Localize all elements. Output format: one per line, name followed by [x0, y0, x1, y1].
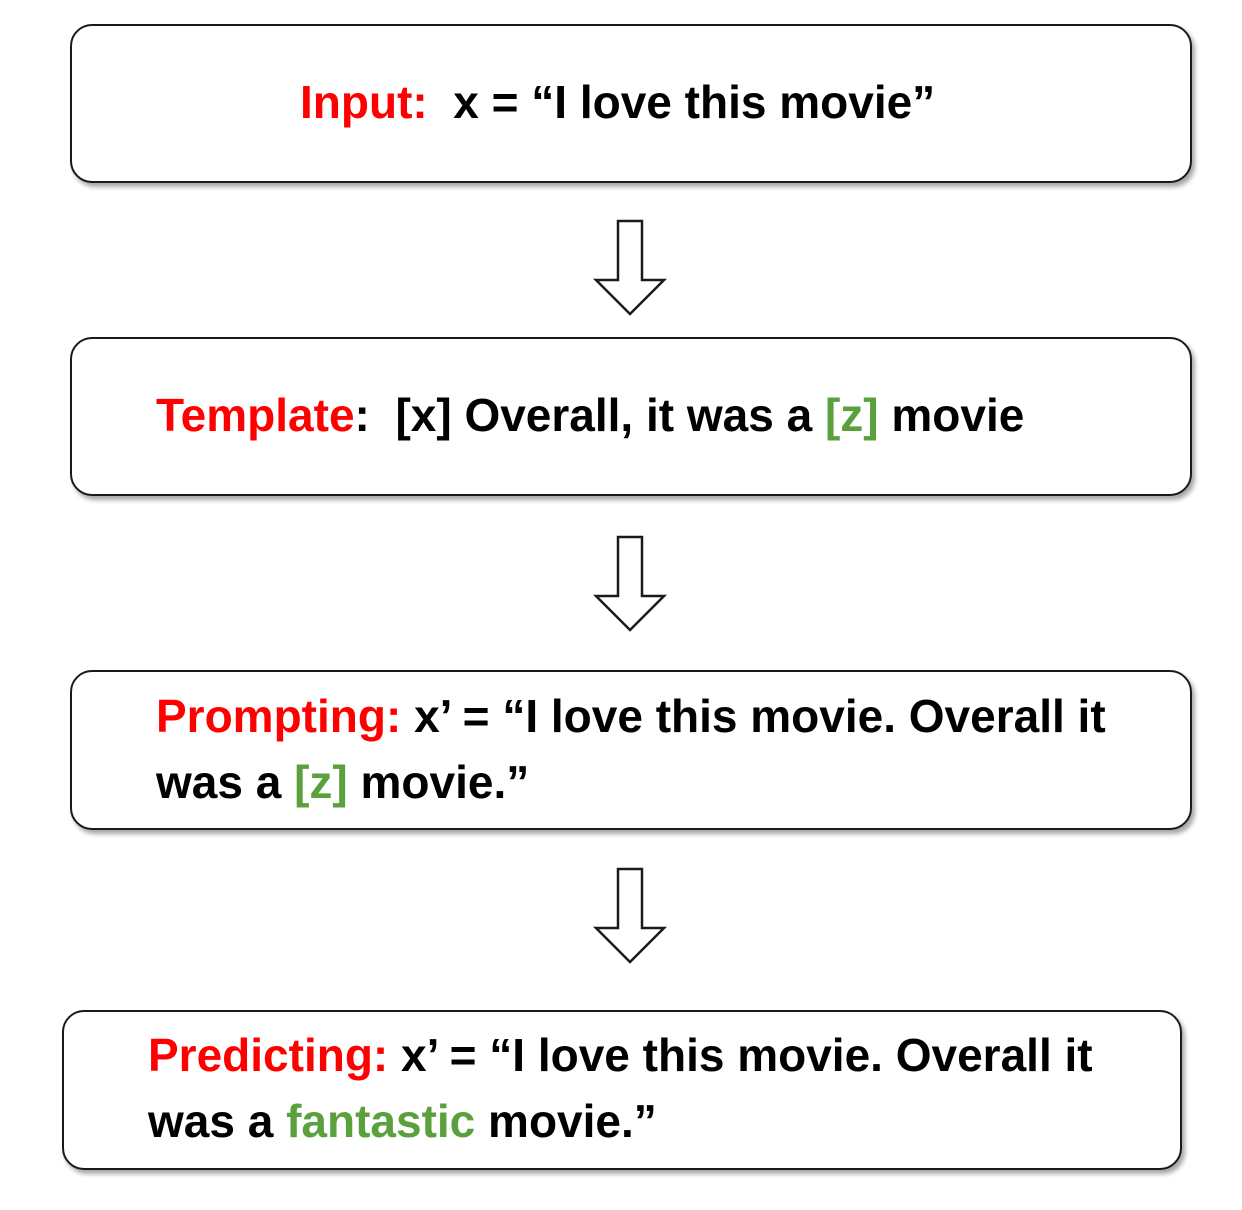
input-label: Input: — [300, 76, 428, 128]
predicting-text-after: movie.” — [488, 1095, 657, 1147]
down-arrow-icon — [592, 535, 668, 632]
input-box — [70, 24, 1192, 183]
template-text-before: [x] Overall, it was a — [395, 389, 813, 441]
input-line: Input: x = “I love this movie” — [300, 79, 935, 125]
template-text-after: movie — [891, 389, 1025, 441]
down-arrow-icon — [592, 219, 668, 316]
predicting-box — [62, 1010, 1182, 1170]
prompting-box — [70, 670, 1192, 830]
predicting-text-before: was a — [148, 1095, 274, 1147]
template-line: Template: [x] Overall, it was a [z] movi… — [156, 392, 1024, 438]
template-slot: [z] — [824, 389, 879, 441]
template-colon: : — [354, 389, 370, 441]
template-box — [70, 337, 1192, 496]
prompting-line-1: Prompting: x’ = “I love this movie. Over… — [156, 693, 1106, 739]
down-arrow-icon — [592, 867, 668, 964]
prompting-text-after: movie.” — [360, 756, 530, 808]
template-label: Template — [156, 389, 355, 441]
predicting-answer: fantastic — [286, 1095, 476, 1147]
prompting-label: Prompting: — [156, 690, 402, 742]
prompting-slot: [z] — [294, 756, 348, 808]
input-text: x = “I love this movie” — [453, 76, 936, 128]
predicting-label: Predicting: — [148, 1029, 389, 1081]
predicting-text-line1: x’ = “I love this movie. Overall it — [401, 1029, 1093, 1081]
prompting-line-2: was a [z] movie.” — [156, 759, 529, 805]
predicting-line-2: was a fantastic movie.” — [148, 1098, 657, 1144]
predicting-line-1: Predicting: x’ = “I love this movie. Ove… — [148, 1032, 1093, 1078]
prompting-text-before: was a — [156, 756, 282, 808]
prompting-text-line1: x’ = “I love this movie. Overall it — [414, 690, 1106, 742]
